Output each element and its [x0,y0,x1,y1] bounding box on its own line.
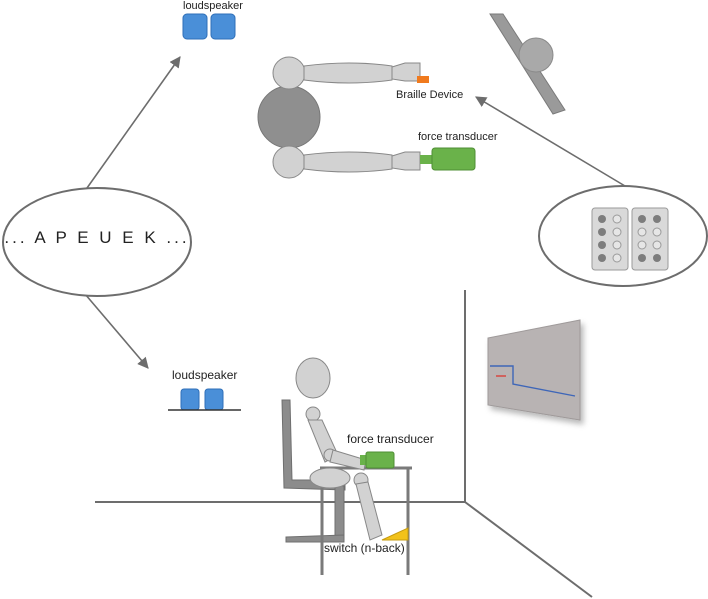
arm-lower [303,151,393,173]
switch-label: switch (n-back) [324,541,405,555]
arrow-to-top-loudspeaker [86,56,181,189]
subject-seated [295,357,383,541]
braille-cells-icon [591,207,669,271]
arrow-to-bottom-loudspeaker [84,293,149,369]
stimulus-bubble [2,187,192,297]
hand-upper [391,62,421,82]
force-transducer-top-label: force transducer [418,131,498,143]
loudspeaker-top-icon [182,13,236,40]
loudspeaker-top-label: loudspeaker [183,0,243,12]
switch-icon [381,527,409,541]
subject-top-view [257,56,421,179]
braille-device-icon [417,76,429,83]
monitor-top-right [489,13,566,115]
force-transducer-top-icon [420,147,476,171]
force-transducer-bottom-label: force transducer [347,432,434,446]
hand-lower [391,151,421,171]
room-floor-diagonal [464,501,593,598]
shoulder-lower [272,145,306,179]
loudspeaker-bottom-label: loudspeaker [172,368,238,382]
arrow-to-braille-device [475,96,626,187]
head-top-view [257,85,321,149]
wall-screen [487,319,581,421]
shoulder-upper [272,56,306,90]
force-transducer-bottom-icon [360,451,395,469]
screen-trace-blue [490,365,576,397]
loudspeaker-bottom-icon [168,388,241,411]
braille-device-label: Braille Device [396,89,464,101]
stimulus-sequence-text: ... A P E U E K ... [4,228,190,247]
arm-upper [303,62,393,84]
head-seated [295,357,331,399]
